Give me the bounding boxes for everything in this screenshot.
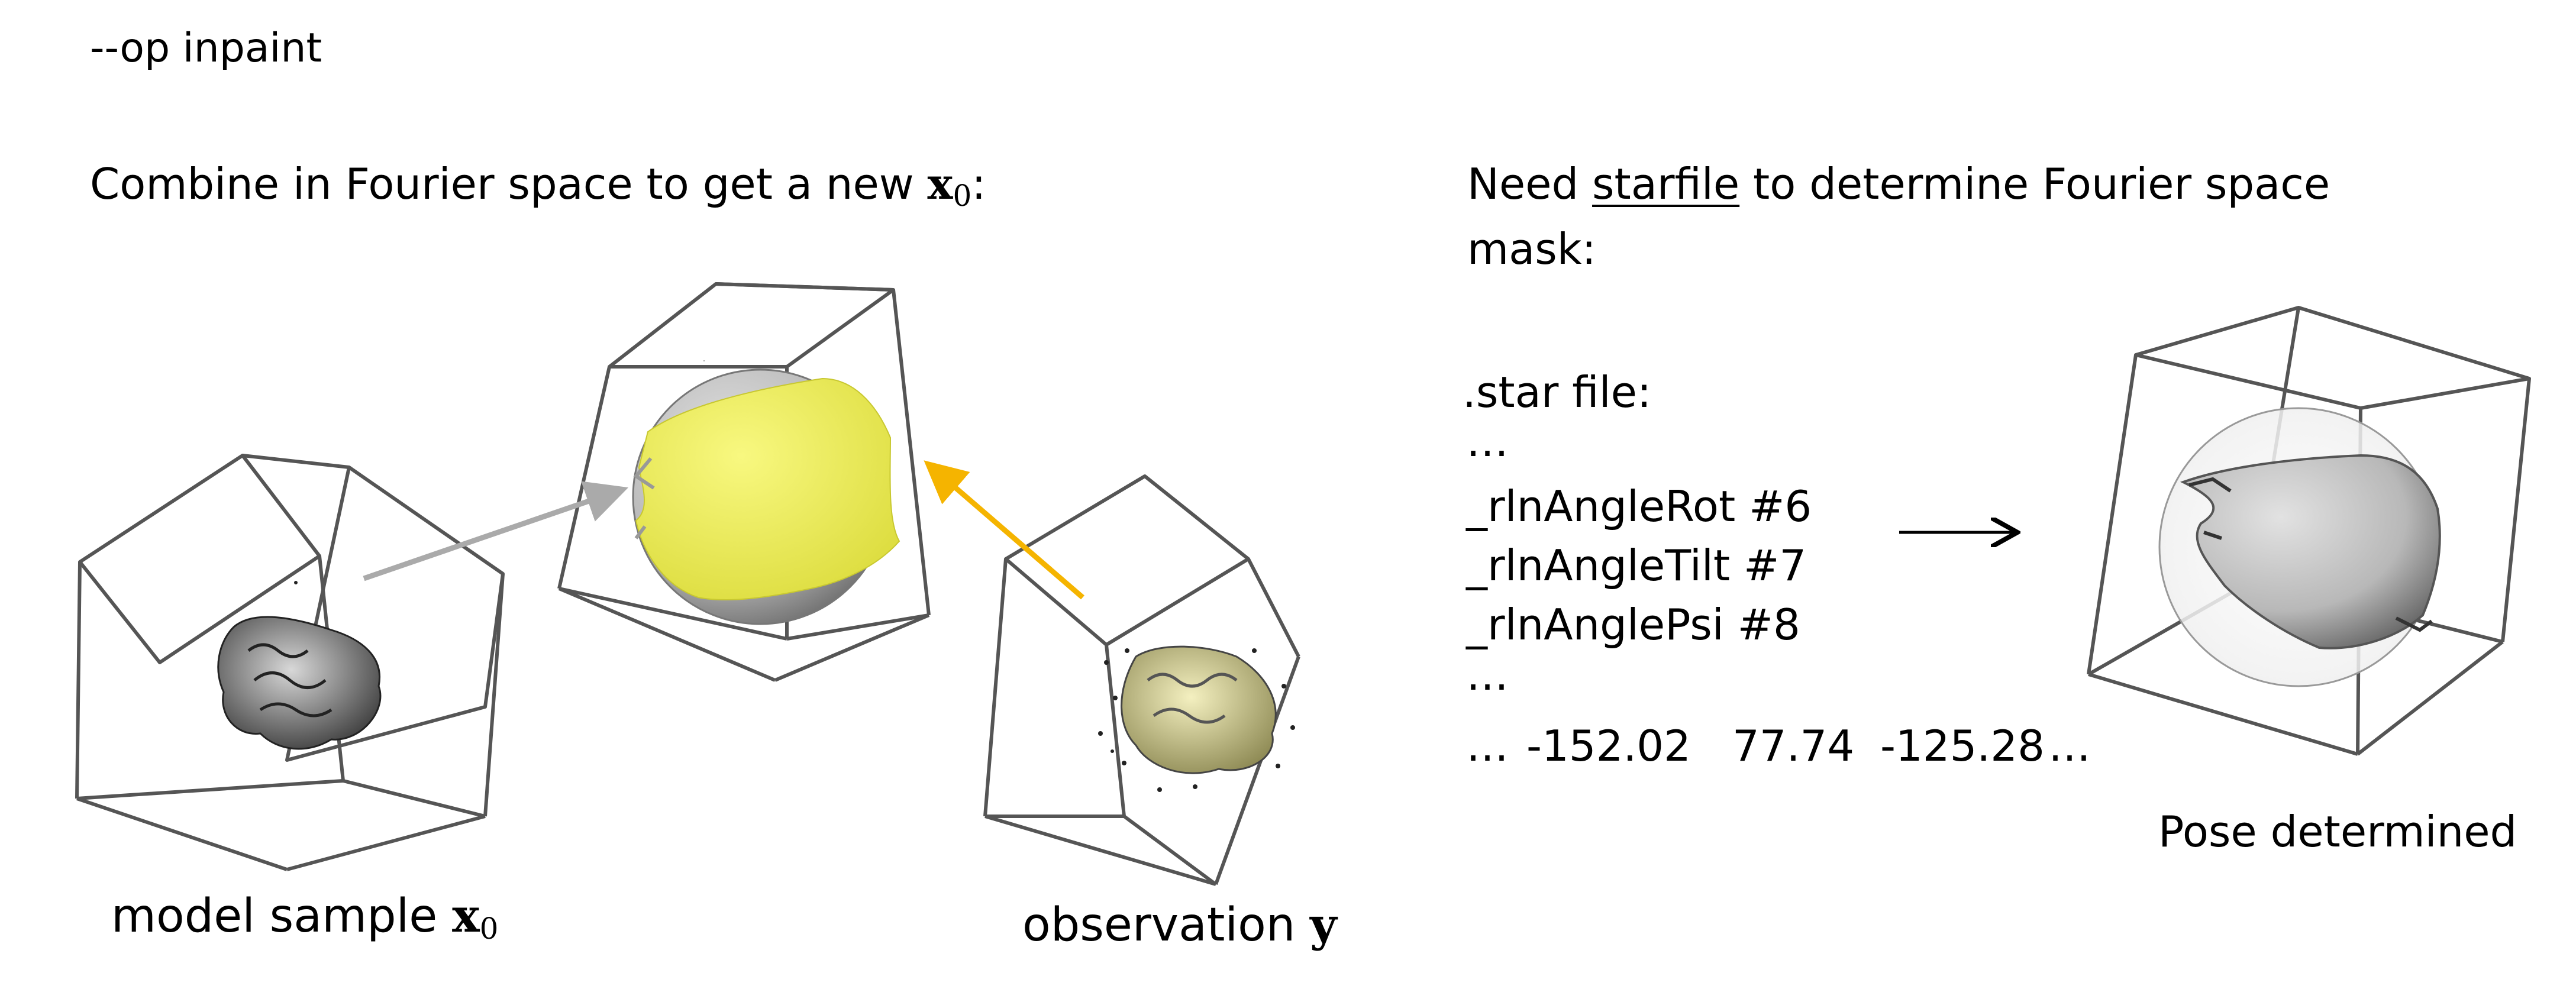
- model-sub: 0: [479, 912, 499, 946]
- op-label: --op inpaint: [90, 25, 322, 72]
- star-file-title: .star file:: [1463, 367, 1652, 417]
- observation-cube: [983, 474, 1300, 886]
- star-field-psi: _rlnAnglePsi #8: [1466, 600, 1800, 649]
- model-density-blob: [217, 581, 382, 750]
- star-ellipsis-1: …: [1466, 416, 1509, 466]
- model-sample-cube: [75, 454, 505, 871]
- need-prefix: Need: [1467, 159, 1593, 209]
- star-row-ellipsis-start: …: [1466, 721, 1509, 771]
- gray-arrow: [363, 481, 629, 581]
- star-value-tilt: 77.74: [1732, 721, 1855, 771]
- star-value-rot: -152.02: [1526, 721, 1691, 771]
- model-var: x: [452, 889, 480, 943]
- combined-sphere-cube: [557, 282, 931, 682]
- combine-var: x: [927, 159, 953, 209]
- obs-label-text: observation: [1022, 898, 1310, 952]
- star-row-ellipsis-end: …: [2048, 721, 2091, 771]
- need-starfile-caption: Need starfile to determine Fourier space: [1467, 163, 2330, 205]
- combine-sub: 0: [953, 179, 972, 213]
- star-field-rot: _rlnAngleRot #6: [1466, 481, 1812, 531]
- need-starfile-caption-line2: mask:: [1467, 224, 1596, 274]
- model-label-text: model sample: [111, 890, 453, 943]
- star-field-tilt: _rlnAngleTilt #7: [1466, 541, 1807, 590]
- pose-sphere: [2158, 407, 2441, 687]
- starfile-link[interactable]: starfile: [1592, 159, 1740, 209]
- combine-suffix: :: [971, 159, 986, 209]
- need-suffix: to determine Fourier space: [1739, 159, 2330, 209]
- pose-determined-label: Pose determined: [2158, 807, 2517, 857]
- combine-caption-text: Combine in Fourier space to get a new: [90, 159, 928, 209]
- star-value-psi: -125.28: [1880, 721, 2045, 771]
- observation-density-blob: [1098, 645, 1295, 792]
- model-sample-label: model sample x0: [111, 890, 499, 946]
- orange-arrow: [924, 460, 1084, 600]
- combine-caption: Combine in Fourier space to get a new x0…: [90, 163, 986, 211]
- observation-label: observation y: [1022, 902, 1337, 949]
- combined-sphere: [632, 360, 900, 625]
- obs-var: y: [1310, 898, 1337, 952]
- star-ellipsis-2: …: [1466, 650, 1509, 700]
